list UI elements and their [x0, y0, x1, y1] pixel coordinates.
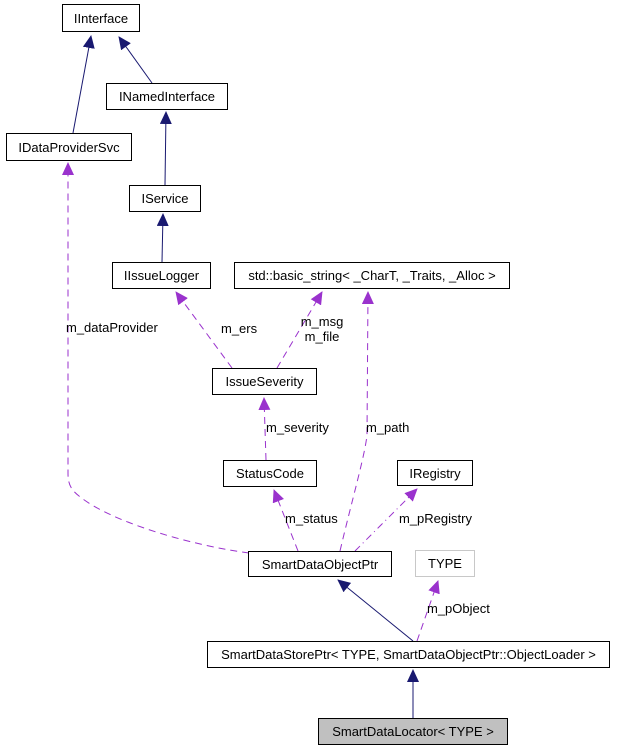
node-statuscode[interactable]: StatusCode — [223, 460, 317, 487]
node-smartdatastoreptr[interactable]: SmartDataStorePtr< TYPE, SmartDataObject… — [207, 641, 610, 668]
edge-usage-m-dataprovider — [62, 162, 250, 554]
node-std-basic-string[interactable]: std::basic_string< _CharT, _Traits, _All… — [234, 262, 510, 289]
edge-label-m-pobject: m_pObject — [427, 601, 490, 616]
edge-label-m-path: m_path — [366, 420, 410, 435]
node-inamedinterface[interactable]: INamedInterface — [106, 83, 228, 110]
edge-label-m-dataprovider: m_dataProvider — [66, 320, 158, 335]
node-smartdatalocator-current: SmartDataLocator< TYPE > — [318, 718, 508, 745]
node-smartdataobjectptr[interactable]: SmartDataObjectPtr — [248, 551, 392, 577]
edge-inherit-idataprovidersvc-to-iinterface — [72, 35, 95, 134]
edge-label-m-status: m_status — [285, 511, 338, 526]
node-iregistry[interactable]: IRegistry — [397, 460, 473, 486]
node-iissuelogger[interactable]: IIssueLogger — [112, 262, 211, 289]
edge-label-m-msg: m_msg — [300, 314, 344, 329]
edge-label-m-ers: m_ers — [221, 321, 258, 336]
edge-inherit-iissuelogger-to-iservice — [156, 213, 169, 263]
edge-inherit-inamedinterface-to-iinterface — [118, 36, 153, 84]
node-type-template-param: TYPE — [415, 550, 475, 577]
node-iservice[interactable]: IService — [129, 185, 201, 212]
edge-usage-m-ers — [175, 291, 233, 369]
edge-inherit-iservice-to-inamedinterface — [159, 111, 172, 186]
edge-usage-m-severity — [258, 397, 271, 461]
node-idataprovidersvc[interactable]: IDataProviderSvc — [6, 133, 132, 161]
edge-usage-m-pobject — [416, 580, 440, 642]
edge-usage-m-msg-m-file — [276, 291, 323, 369]
edge-label-m-pregistry: m_pRegistry — [399, 511, 472, 526]
edge-label-m-file: m_file — [304, 329, 340, 344]
edge-usage-m-pregistry — [354, 488, 418, 552]
edge-label-m-severity: m_severity — [266, 420, 329, 435]
node-iinterface[interactable]: IInterface — [62, 4, 140, 32]
edge-inherit-smartdatastoreptr-to-smartdataobjectptr — [337, 579, 414, 642]
edge-usage-m-path — [339, 291, 374, 552]
edge-usage-m-status — [272, 489, 299, 552]
node-issueseverity[interactable]: IssueSeverity — [212, 368, 317, 395]
